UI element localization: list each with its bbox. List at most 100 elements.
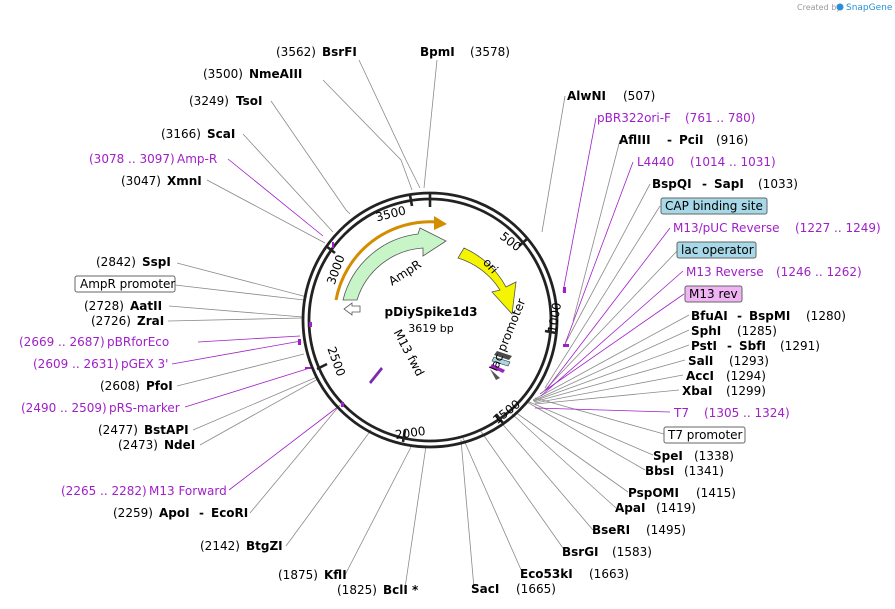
snapgene-logo-icon bbox=[836, 3, 844, 11]
m13fwd-mark bbox=[369, 367, 383, 384]
site-m13reverse[interactable]: M13 Reverse(1246 .. 1262) bbox=[686, 265, 862, 279]
line-bsrgi bbox=[479, 429, 566, 552]
line-scai bbox=[242, 133, 334, 233]
m13forward-mark bbox=[341, 402, 344, 407]
box-lac-operator-text: lac operator bbox=[681, 243, 754, 257]
site-ndei[interactable]: (2473)NdeI bbox=[118, 438, 195, 452]
line-m13puc bbox=[545, 227, 671, 391]
line-bbsi bbox=[526, 401, 646, 471]
site-pspomi[interactable]: PspOMI(1415) bbox=[628, 486, 736, 500]
line-zrai bbox=[167, 317, 303, 322]
site-bseri[interactable]: BseRI(1495) bbox=[592, 523, 686, 537]
feature-boxes: AmpR promoter CAP binding site lac opera… bbox=[74, 197, 768, 444]
site-spei[interactable]: SpeI(1338) bbox=[653, 449, 734, 463]
site-t7[interactable]: T7(1305 .. 1324) bbox=[673, 406, 790, 420]
ampr-label: AmpR bbox=[386, 257, 424, 288]
site-pbr322ori[interactable]: pBR322ori-F(761 .. 780) bbox=[597, 111, 755, 125]
l4440-mark bbox=[563, 344, 569, 347]
line-bstapi bbox=[192, 376, 318, 431]
site-alwni[interactable]: AlwNI(507) bbox=[567, 89, 655, 103]
line-bcli bbox=[404, 445, 427, 589]
site-saci[interactable]: SacI(1665) bbox=[471, 582, 556, 596]
line-m13forward bbox=[228, 405, 340, 491]
tick-label-2500: 2500 bbox=[324, 345, 348, 378]
tick-500 bbox=[518, 238, 528, 247]
site-prs-marker[interactable]: (2490 .. 2509)pRS-marker bbox=[21, 401, 180, 415]
site-psti[interactable]: PstI-SbfI(1291) bbox=[691, 339, 820, 353]
site-pgex3[interactable]: (2609 .. 2631)pGEX 3' bbox=[33, 357, 168, 371]
line-ampr-primer bbox=[227, 158, 324, 237]
site-acci[interactable]: AccI(1294) bbox=[686, 369, 766, 383]
site-bstapi[interactable]: (2477)BstAPI bbox=[98, 423, 189, 437]
m13rev-mark bbox=[490, 364, 505, 373]
line-afliii bbox=[572, 139, 621, 322]
tick-1500 bbox=[494, 413, 505, 424]
site-bspqi[interactable]: BspQI-SapI(1033) bbox=[652, 177, 798, 191]
line-bspqi bbox=[564, 183, 651, 345]
site-sspi[interactable]: (2842)SspI bbox=[96, 255, 171, 269]
pbrforeco-mark bbox=[298, 339, 301, 345]
line-pfoi bbox=[176, 353, 305, 387]
line-acci bbox=[534, 374, 684, 404]
box-cap-site-text: CAP binding site bbox=[665, 199, 763, 213]
line-eco53ki bbox=[462, 437, 523, 573]
line-l4440 bbox=[564, 161, 634, 345]
site-apoi[interactable]: (2259)ApoI-EcoRI bbox=[113, 506, 248, 520]
site-zrai[interactable]: (2726)ZraI bbox=[91, 314, 164, 328]
site-btgzi[interactable]: (2142)BtgZI bbox=[200, 539, 283, 553]
site-pfoi[interactable]: (2608)PfoI bbox=[100, 379, 173, 393]
plasmid-length: 3619 bp bbox=[408, 322, 453, 335]
site-bbsi[interactable]: BbsI(1341) bbox=[645, 464, 724, 478]
line-bpmi bbox=[423, 59, 438, 189]
line-bfuai bbox=[532, 314, 690, 401]
site-bfuai[interactable]: BfuAI-BspMI(1280) bbox=[691, 309, 846, 323]
site-eco53ki[interactable]: Eco53kI(1663) bbox=[520, 567, 629, 581]
line-aatii bbox=[168, 305, 304, 318]
site-bsrgi[interactable]: BsrGI(1583) bbox=[562, 545, 652, 559]
pbr322ori-mark bbox=[563, 287, 566, 293]
snapgene-credit: Created by SnapGene bbox=[797, 3, 893, 13]
box-t7-promoter[interactable]: T7 promoter bbox=[663, 426, 746, 444]
site-bpmi[interactable]: BpmI(3578) bbox=[420, 45, 510, 59]
site-afliii[interactable]: AflIII-PciI(916) bbox=[619, 133, 748, 147]
site-scai[interactable]: (3166)ScaI bbox=[161, 127, 235, 141]
site-bcli[interactable]: (1825)BclI * bbox=[337, 583, 419, 597]
site-bsrfi[interactable]: (3562)BsrFI bbox=[276, 45, 357, 59]
site-ampr-primer[interactable]: (3078 .. 3097)Amp-R bbox=[89, 152, 217, 166]
site-aatii[interactable]: (2728)AatII bbox=[84, 299, 162, 313]
line-apai bbox=[511, 413, 617, 509]
box-cap-site[interactable]: CAP binding site bbox=[660, 197, 768, 215]
site-xmni[interactable]: (3047)XmnI bbox=[121, 174, 202, 188]
connector-lines bbox=[167, 59, 690, 589]
site-pbrforeco[interactable]: (2669 .. 2687)pBRforEco bbox=[19, 335, 169, 349]
box-ampr-promoter[interactable]: AmpR promoter bbox=[74, 275, 176, 293]
ampr-primer-mark bbox=[332, 242, 334, 248]
site-xbai[interactable]: XbaI(1299) bbox=[682, 384, 766, 398]
box-m13rev[interactable]: M13 rev bbox=[684, 285, 743, 303]
site-sphi[interactable]: SphI(1285) bbox=[691, 324, 777, 338]
box-lac-operator[interactable]: lac operator bbox=[676, 241, 757, 259]
site-apai[interactable]: ApaI(1419) bbox=[615, 501, 696, 515]
line-pbrforeco bbox=[197, 335, 301, 343]
site-kfli[interactable]: (1875)KflI bbox=[278, 568, 347, 582]
tick-2000 bbox=[401, 429, 407, 443]
tick-marks bbox=[316, 193, 557, 443]
tick-1000 bbox=[544, 329, 557, 335]
line-pbr322ori bbox=[562, 117, 597, 293]
line-prs-marker bbox=[184, 367, 311, 408]
line-apoi bbox=[249, 404, 341, 514]
line-pspomi bbox=[514, 411, 629, 493]
site-m13forward[interactable]: (2265 .. 2282)M13 Forward bbox=[61, 484, 227, 498]
box-ampr-promoter-text: AmpR promoter bbox=[80, 277, 175, 291]
line-ndei bbox=[199, 378, 319, 446]
line-bsrfi bbox=[358, 59, 421, 189]
site-tsoi[interactable]: (3249)TsoI bbox=[189, 94, 262, 108]
site-sali[interactable]: SalI(1293) bbox=[688, 354, 769, 368]
site-m13puc[interactable]: M13/pUC Reverse(1227 .. 1249) bbox=[673, 221, 881, 235]
lac-arrow-tip bbox=[490, 369, 500, 380]
site-l4440[interactable]: L4440(1014 .. 1031) bbox=[637, 155, 776, 169]
site-nmeaiii[interactable]: (3500)NmeAIII bbox=[203, 67, 302, 81]
tick-2500 bbox=[316, 362, 328, 371]
ampr-arrow bbox=[342, 227, 447, 301]
